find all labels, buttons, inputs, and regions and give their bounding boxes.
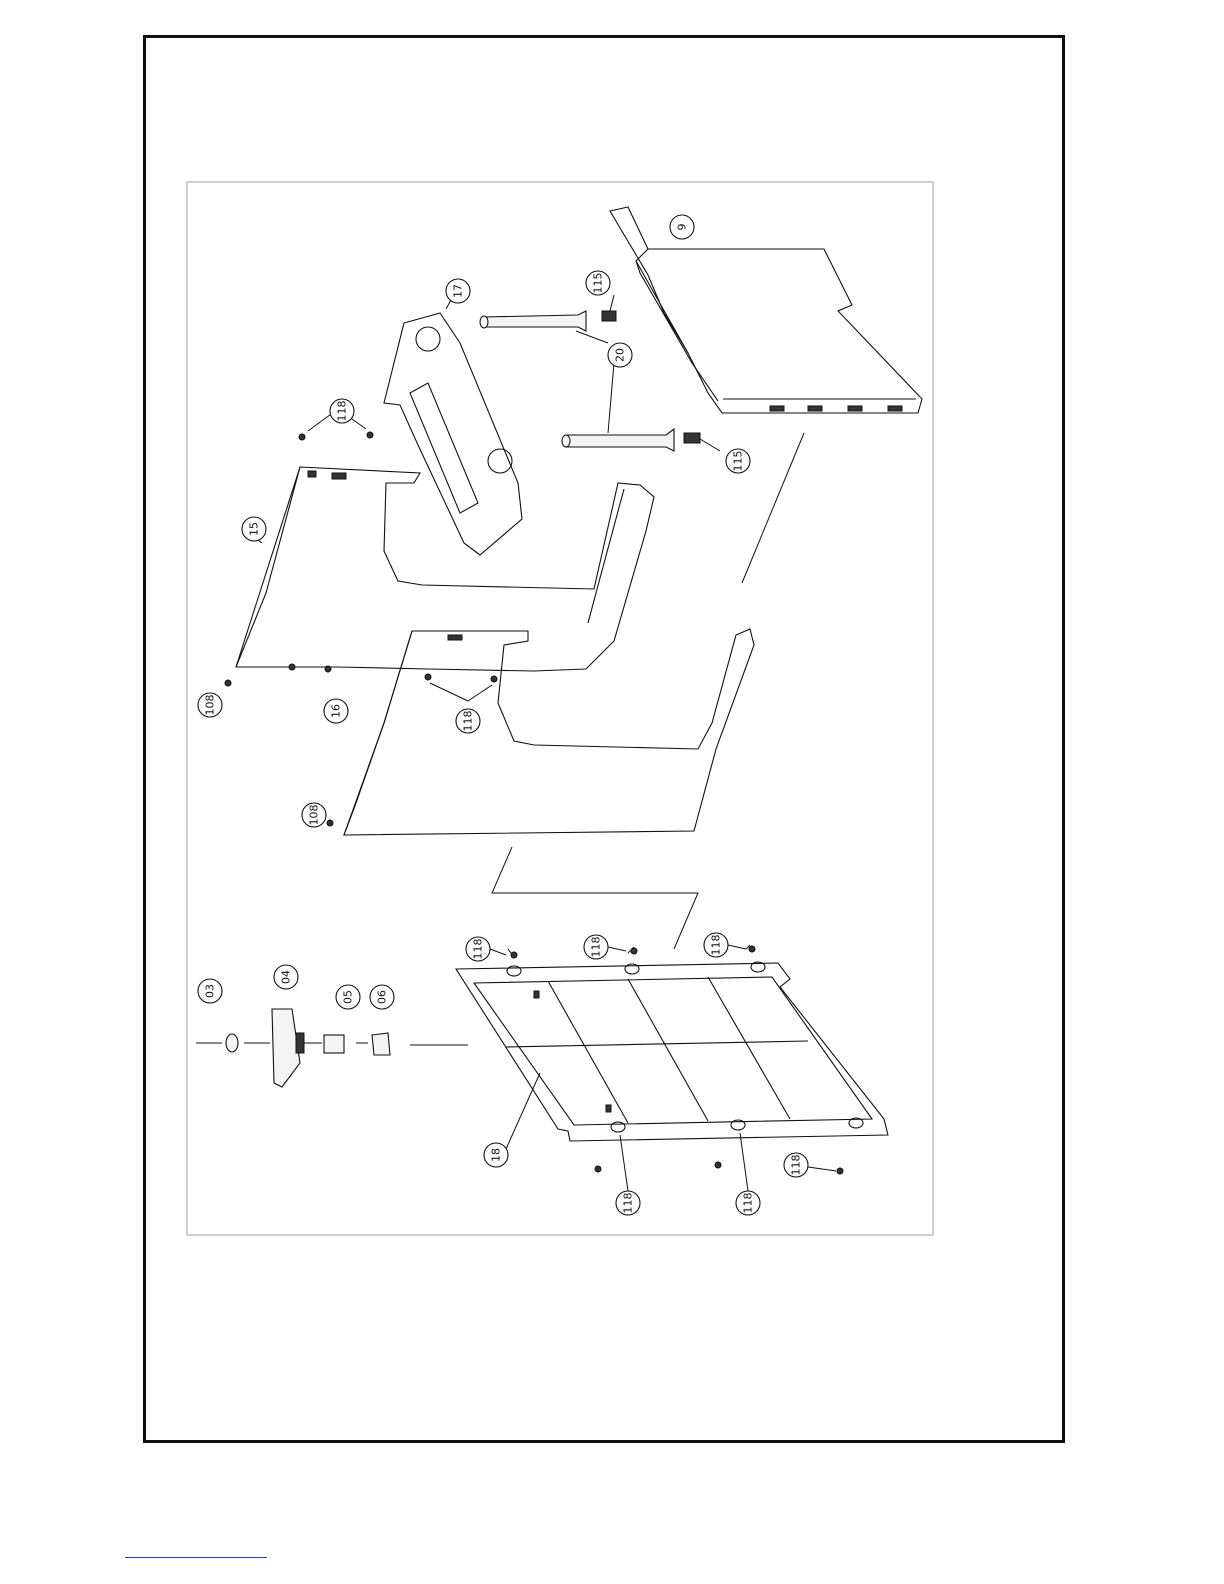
callout-c03: 03 (198, 979, 222, 1003)
callout-label: 15 (248, 522, 261, 536)
callout-c18: 18 (484, 1143, 508, 1167)
callout-c108b: 108 (302, 803, 326, 827)
callout-c118e: 118 (704, 933, 728, 957)
callout-label: 18 (490, 1148, 503, 1162)
callout-label: 05 (342, 990, 355, 1004)
callout-c06: 06 (370, 985, 394, 1009)
callout-c118c: 118 (466, 937, 490, 961)
callout-c16: 16 (324, 699, 348, 723)
callout-label: 108 (204, 695, 217, 716)
callout-label: 04 (280, 970, 293, 984)
callout-c118h: 118 (784, 1153, 808, 1177)
footer-rule (125, 1557, 267, 1558)
callout-label: 9 (676, 224, 689, 231)
callout-c118b: 118 (456, 709, 480, 733)
part-06-knob (372, 1033, 390, 1055)
part-18-base-plate (456, 945, 888, 1174)
part-16-side-frame (225, 629, 754, 835)
callout-label: 115 (732, 451, 745, 472)
callout-c115b: 115 (726, 449, 750, 473)
part-15-side-frame (236, 467, 654, 672)
exploded-parts-diagram: 9 115 17 20 118 115 15 108 16 118 108 11… (188, 183, 932, 1234)
callout-label: 16 (330, 704, 343, 718)
callout-label: 118 (336, 401, 349, 422)
callout-c118f: 118 (616, 1191, 640, 1215)
part-115-screws (602, 295, 720, 451)
part-118-screws-upper (299, 409, 492, 701)
exploded-diagram-panel: 9 115 17 20 118 115 15 108 16 118 108 11… (186, 181, 934, 1236)
part-17-side-bracket (384, 291, 522, 555)
part-20-shafts (480, 311, 674, 451)
callout-label: 20 (614, 348, 627, 362)
small-parts-03-06 (226, 1009, 390, 1087)
callout-label: 118 (462, 711, 475, 732)
callout-c118d: 118 (584, 935, 608, 959)
callout-label: 17 (452, 284, 465, 298)
callout-label: 03 (204, 984, 217, 998)
callout-label: 118 (472, 939, 485, 960)
callout-label: 06 (376, 990, 389, 1004)
callout-c05: 05 (336, 985, 360, 1009)
callout-c9: 9 (670, 215, 694, 239)
part-9-top-cover (610, 207, 922, 413)
callout-c15: 15 (242, 517, 266, 541)
callout-c115a: 115 (586, 271, 610, 295)
callout-label: 108 (308, 805, 321, 826)
callout-label: 118 (742, 1193, 755, 1214)
part-05-spring (324, 1035, 344, 1053)
callout-c17: 17 (446, 279, 470, 303)
callout-c118g: 118 (736, 1191, 760, 1215)
callout-label: 118 (590, 937, 603, 958)
callout-c20: 20 (608, 343, 632, 367)
callout-c118a: 118 (330, 399, 354, 423)
callout-label: 118 (710, 935, 723, 956)
callout-label: 115 (592, 273, 605, 294)
callout-label: 118 (622, 1193, 635, 1214)
callout-c04: 04 (274, 965, 298, 989)
callout-label: 118 (790, 1155, 803, 1176)
part-03-washer (226, 1034, 238, 1052)
callout-c108a: 108 (198, 693, 222, 717)
